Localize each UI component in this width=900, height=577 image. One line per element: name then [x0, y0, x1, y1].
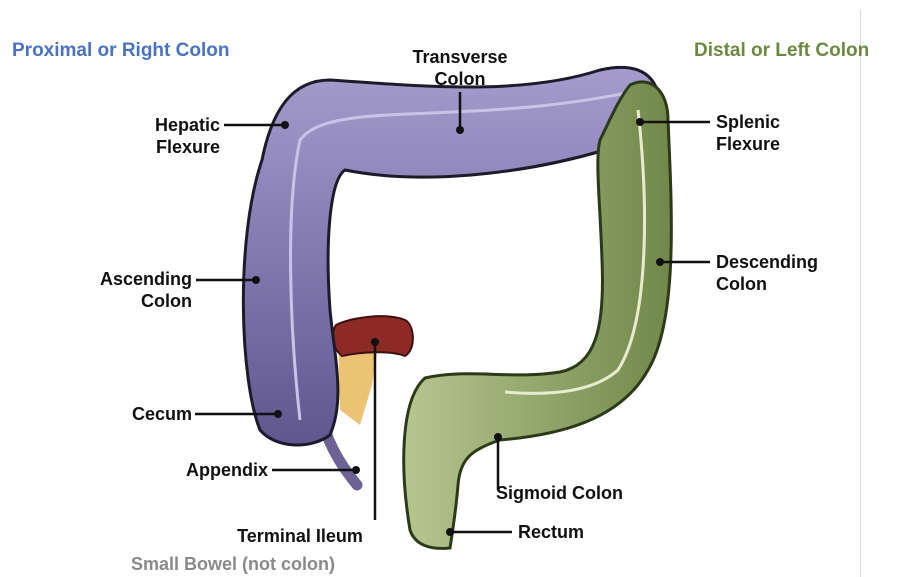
dot-ascending [252, 276, 260, 284]
dot-splenic [636, 118, 644, 126]
label-descending-line2: Colon [716, 273, 846, 295]
label-small-bowel: Small Bowel (not colon) [131, 554, 335, 575]
label-transverse-line2: Colon [400, 68, 520, 90]
label-hepatic-flexure: Hepatic Flexure [120, 114, 220, 158]
label-appendix: Appendix [150, 459, 268, 481]
label-terminal-ileum: Terminal Ileum [215, 525, 385, 547]
dot-descending [656, 258, 664, 266]
dot-hepatic [281, 121, 289, 129]
label-ascending-line2: Colon [72, 290, 192, 312]
label-sigmoid-colon: Sigmoid Colon [496, 482, 623, 504]
label-rectum: Rectum [518, 521, 584, 543]
label-descending-line1: Descending [716, 251, 846, 273]
dot-rectum [446, 528, 454, 536]
label-descending-colon: Descending Colon [716, 251, 846, 295]
dot-transverse [456, 126, 464, 134]
label-transverse-line1: Transverse [400, 46, 520, 68]
dot-sigmoid [494, 433, 502, 441]
distal-colon-heading: Distal or Left Colon [694, 40, 869, 62]
dot-cecum [274, 410, 282, 418]
label-transverse-colon: Transverse Colon [400, 46, 520, 90]
dot-appendix [352, 466, 360, 474]
label-splenic-flexure: Splenic Flexure [716, 111, 826, 155]
label-hepatic-line1: Hepatic [120, 114, 220, 136]
terminal-ileum-shape [333, 316, 413, 356]
dot-terminal-ileum [371, 338, 379, 346]
label-ascending-colon: Ascending Colon [72, 268, 192, 312]
proximal-colon-heading: Proximal or Right Colon [12, 40, 229, 62]
label-hepatic-line2: Flexure [120, 136, 220, 158]
label-ascending-line1: Ascending [72, 268, 192, 290]
label-splenic-line2: Flexure [716, 133, 826, 155]
label-cecum: Cecum [100, 403, 192, 425]
label-splenic-line1: Splenic [716, 111, 826, 133]
